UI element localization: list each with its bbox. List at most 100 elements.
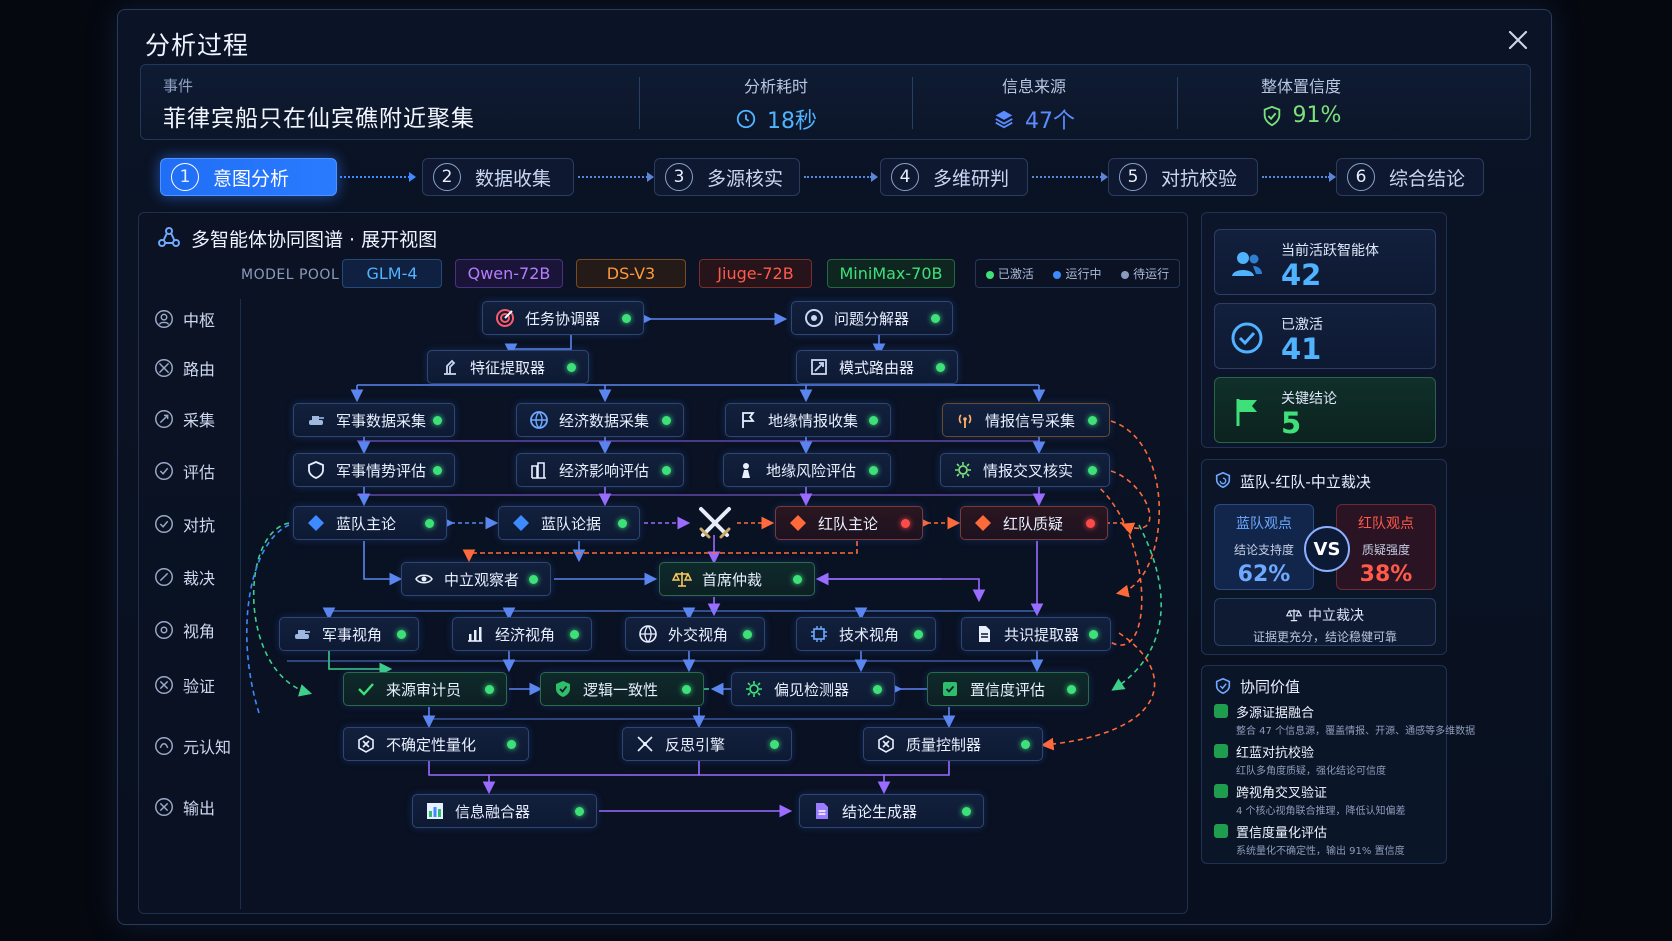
- node-label: 军事情势评估: [336, 461, 427, 480]
- node-problem-decomposer[interactable]: 问题分解器: [791, 301, 953, 335]
- node-economic-eval[interactable]: 经济影响评估: [516, 453, 684, 487]
- node-label: 蓝队论据: [541, 514, 602, 533]
- step-arrow: [578, 172, 654, 182]
- node-label: 经济数据采集: [559, 411, 650, 430]
- bar-chart-icon: [468, 627, 482, 642]
- node-feature-extractor[interactable]: 特征提取器: [427, 350, 589, 384]
- node-reflection-engine[interactable]: 反思引擎: [622, 727, 792, 761]
- node-economic-collect[interactable]: 经济数据采集: [516, 403, 684, 437]
- node-signal-collect[interactable]: 情报信号采集: [942, 403, 1110, 437]
- model-chip-minimax[interactable]: MiniMax-70B: [827, 259, 955, 288]
- row-label-assess: 评估: [145, 451, 215, 491]
- status-dot: [570, 630, 579, 639]
- model-chip-qwen[interactable]: Qwen-72B: [455, 259, 563, 288]
- globe-icon: [639, 625, 657, 643]
- model-chip-glm[interactable]: GLM-4: [342, 259, 442, 288]
- window-title: 分析过程: [145, 31, 250, 60]
- step-number: 5: [1119, 163, 1147, 191]
- node-confidence-eval[interactable]: 置信度评估: [927, 672, 1089, 706]
- node-pattern-router[interactable]: 模式路由器: [796, 350, 958, 384]
- node-quality-controller[interactable]: 质量控制器: [863, 727, 1043, 761]
- node-red-question[interactable]: 红队质疑: [960, 506, 1108, 540]
- node-label: 结论生成器: [842, 802, 918, 821]
- node-conclusion-gen[interactable]: 结论生成器: [799, 794, 984, 828]
- model-chip-jiuge[interactable]: Jiuge-72B: [699, 259, 812, 288]
- scales-icon: [1285, 609, 1303, 622]
- legend-label: 待运行: [1133, 267, 1170, 281]
- row-label-view: 视角: [145, 610, 215, 650]
- node-diplomatic-view[interactable]: 外交视角: [625, 617, 765, 651]
- blue-team-subtitle: 结论支持度: [1233, 543, 1294, 557]
- node-label: 经济视角: [495, 625, 556, 644]
- step-label: 对抗校验: [1161, 167, 1238, 190]
- node-label: 红队主论: [818, 514, 879, 533]
- node-geo-eval[interactable]: 地缘风险评估: [723, 453, 891, 487]
- node-geo-collect[interactable]: 地缘情报收集: [725, 403, 891, 437]
- building-icon: [531, 462, 546, 479]
- status-dot: [743, 630, 752, 639]
- node-label: 地缘情报收集: [768, 411, 859, 430]
- activated-value: 41: [1281, 332, 1322, 366]
- close-icon[interactable]: [1503, 25, 1533, 55]
- router-icon: [811, 359, 827, 375]
- shield-check-icon: [1263, 105, 1280, 126]
- row-label-judge: 裁决: [145, 557, 215, 597]
- node-military-collect[interactable]: 军事数据采集: [293, 403, 455, 437]
- step-arrow: [804, 172, 878, 182]
- step-4[interactable]: 4 多维研判: [880, 158, 1028, 196]
- bar-chart-color-icon: [427, 803, 443, 819]
- node-neutral-observer[interactable]: 中立观察者: [401, 562, 551, 596]
- versus-box: 蓝队-红队-中立裁决 蓝队观点 结论支持度 62% 红队观点 质疑强度 38% …: [1201, 459, 1447, 655]
- neutral-verdict-desc: 证据更充分，结论稳健可靠: [1252, 630, 1397, 644]
- key-conclusions-card: 关键结论 5: [1214, 377, 1436, 443]
- node-economic-view[interactable]: 经济视角: [452, 617, 592, 651]
- node-tech-view[interactable]: 技术视角: [796, 617, 936, 651]
- node-logic-consistency[interactable]: 逻辑一致性: [540, 672, 704, 706]
- node-consensus-extractor[interactable]: 共识提取器: [961, 617, 1111, 651]
- status-dot: [507, 740, 516, 749]
- node-bias-detector[interactable]: 偏见检测器: [731, 672, 895, 706]
- node-military-view[interactable]: 军事视角: [279, 617, 419, 651]
- step-1[interactable]: 1 意图分析: [160, 158, 337, 196]
- node-uncertainty-quant[interactable]: 不确定性量化: [343, 727, 529, 761]
- diamond-orange-icon: [790, 515, 806, 531]
- agent-graph-panel: 多智能体协同图谱 · 展开视图 MODEL POOL GLM-4 Qwen-72…: [138, 212, 1188, 914]
- active-agents-value: 42: [1281, 258, 1322, 292]
- network-icon: [158, 227, 180, 247]
- report-icon: [816, 803, 828, 819]
- agent-stats-box: 当前活跃智能体 42 已激活 41 关键结论 5: [1201, 212, 1447, 448]
- layers-icon: [995, 110, 1013, 129]
- step-arrow: [1032, 172, 1108, 182]
- stat-duration-value: 18秒: [767, 109, 817, 134]
- eye-icon: [415, 574, 433, 584]
- node-cross-verify[interactable]: 情报交叉核实: [940, 453, 1110, 487]
- diamond-blue-icon: [308, 515, 324, 531]
- status-dot: [397, 630, 406, 639]
- model-chip-dsv3[interactable]: DS-V3: [576, 259, 686, 288]
- legend-active: 已激活: [985, 265, 1034, 282]
- node-blue-main[interactable]: 蓝队主论: [293, 506, 447, 540]
- status-dot: [1088, 466, 1097, 475]
- node-source-auditor[interactable]: 来源审计员: [343, 672, 507, 706]
- node-military-eval[interactable]: 军事情势评估: [293, 453, 455, 487]
- node-red-main[interactable]: 红队主论: [775, 506, 923, 540]
- node-info-fusion[interactable]: 信息融合器: [412, 794, 597, 828]
- red-team-heading: 红队观点: [1358, 516, 1414, 532]
- model-pool-label: MODEL POOL: [241, 267, 340, 283]
- step-6[interactable]: 6 综合结论: [1336, 158, 1484, 196]
- row-label-text: 中枢: [183, 311, 216, 330]
- activated-card: 已激活 41: [1214, 303, 1436, 369]
- status-dot: [1021, 740, 1030, 749]
- vs-badge: VS: [1304, 526, 1350, 572]
- document-icon: [979, 626, 990, 642]
- status-dot: [873, 685, 882, 694]
- node-blue-evidence[interactable]: 蓝队论据: [498, 506, 640, 540]
- shield-check-icon: [556, 681, 570, 697]
- node-task-coordinator[interactable]: 任务协调器: [482, 301, 644, 335]
- node-label: 问题分解器: [834, 309, 910, 328]
- node-chief-arbiter[interactable]: 首席仲裁: [659, 562, 815, 596]
- step-3[interactable]: 3 多源核实: [654, 158, 800, 196]
- step-2[interactable]: 2 数据收集: [422, 158, 574, 196]
- row-label-text: 对抗: [183, 516, 216, 535]
- step-5[interactable]: 5 对抗校验: [1108, 158, 1258, 196]
